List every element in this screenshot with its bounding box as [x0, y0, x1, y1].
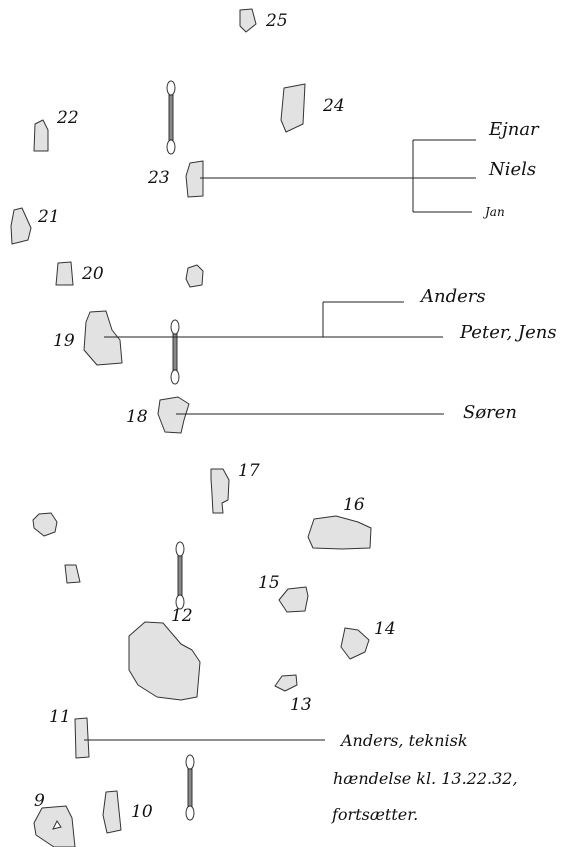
name-soren: Søren — [463, 402, 517, 423]
pin-marker-bottom — [185, 754, 195, 821]
note-line-2: hændelse kl. 13.22.32, — [333, 769, 518, 788]
stone-11 — [74, 717, 90, 759]
note-line-3: fortsætter. — [331, 805, 418, 824]
stone-14 — [340, 627, 370, 660]
stone-17 — [210, 468, 230, 514]
stone-13 — [274, 674, 298, 692]
stone-15 — [278, 586, 309, 613]
stone-25 — [239, 8, 257, 33]
pin-marker-middle — [175, 541, 185, 610]
stone-unlabeled-a — [185, 264, 204, 288]
note-line-1: Anders, teknisk — [339, 731, 468, 750]
label-20: 20 — [81, 264, 104, 284]
pin-marker-top — [166, 80, 176, 155]
label-13: 13 — [290, 695, 312, 715]
label-19: 19 — [53, 331, 75, 351]
stone-unlabeled-b — [32, 512, 58, 537]
label-12: 12 — [171, 606, 193, 626]
stone-22 — [33, 119, 49, 152]
label-23: 23 — [147, 168, 170, 188]
label-21: 21 — [37, 207, 60, 227]
stone-9-hole — [52, 820, 62, 830]
label-16: 16 — [343, 495, 365, 515]
connector-19 — [104, 301, 443, 338]
label-25: 25 — [265, 11, 288, 31]
stone-16 — [307, 515, 372, 550]
label-14: 14 — [374, 619, 396, 639]
stone-18 — [157, 396, 190, 434]
name-ejnar: Ejnar — [488, 119, 540, 140]
stone-24 — [280, 83, 306, 133]
stone-unlabeled-c — [64, 564, 81, 584]
incident-note: Anders, teknisk hændelse kl. 13.22.32, f… — [331, 731, 518, 824]
stone-21 — [10, 207, 32, 245]
stone-19 — [83, 310, 123, 366]
label-10: 10 — [131, 802, 153, 822]
label-24: 24 — [322, 96, 345, 116]
stone-12 — [128, 621, 201, 701]
label-9: 9 — [34, 791, 45, 811]
label-22: 22 — [56, 108, 79, 128]
label-11: 11 — [49, 707, 71, 727]
name-niels: Niels — [488, 159, 536, 180]
label-18: 18 — [126, 407, 148, 427]
name-anders: Anders — [419, 286, 486, 307]
name-jan: Jan — [482, 205, 505, 219]
label-17: 17 — [238, 461, 260, 481]
stone-20 — [55, 261, 74, 286]
pin-marker-19 — [170, 319, 180, 385]
stone-10 — [102, 790, 122, 834]
stone-23 — [185, 160, 204, 198]
connector-23 — [200, 139, 476, 213]
name-peter-jens: Peter, Jens — [459, 322, 557, 343]
label-15: 15 — [258, 573, 280, 593]
